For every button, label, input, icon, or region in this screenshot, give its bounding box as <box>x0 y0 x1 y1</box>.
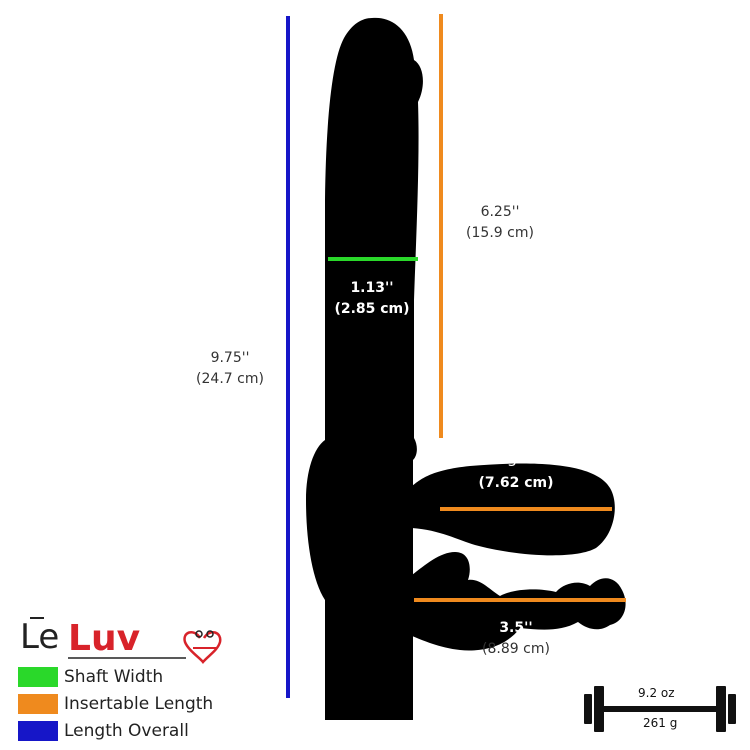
dumbbell-icon <box>584 686 736 732</box>
overall-inches: 9.75'' <box>210 350 250 366</box>
overall-cm: (24.7 cm) <box>196 371 264 387</box>
logo-le-text: Le <box>20 617 59 657</box>
legend-label-shaft-width: Shaft Width <box>64 667 164 687</box>
legend-label-insertable-length: Insertable Length <box>64 694 214 714</box>
logo-luv-text: Luv <box>68 618 140 659</box>
overall-measurement: 9.75'' (24.7 cm) <box>180 348 280 390</box>
shaft-width-line <box>328 257 418 261</box>
legend-swatch-insertable-length <box>18 694 58 714</box>
lower-arm-measurement: 3.5'' (8.89 cm) <box>466 618 566 660</box>
legend-item-insertable-length: Insertable Length <box>18 693 213 715</box>
insertable-cm: (15.9 cm) <box>466 225 534 241</box>
length-overall-line <box>286 16 290 698</box>
shaft-width-inches: 1.13'' <box>350 280 394 296</box>
weight-oz: 9.2 oz <box>638 686 675 700</box>
legend-item-shaft-width: Shaft Width <box>18 666 163 688</box>
lower-arm-cm: (8.89 cm) <box>482 641 550 657</box>
lower-arm-line <box>414 598 626 602</box>
shaft-width-measurement: 1.13'' (2.85 cm) <box>322 278 422 320</box>
weight-g: 261 g <box>643 716 678 730</box>
legend-swatch-shaft-width <box>18 667 58 687</box>
insertable-measurement: 6.25'' (15.9 cm) <box>450 202 550 244</box>
legend-item-length-overall: Length Overall <box>18 720 189 742</box>
heart-icon <box>183 630 222 665</box>
upper-arm-line <box>440 507 612 511</box>
legend-swatch-length-overall <box>18 721 58 741</box>
weight-indicator: 9.2 oz 261 g <box>580 676 740 740</box>
legend-label-length-overall: Length Overall <box>64 721 189 741</box>
upper-arm-cm: (7.62 cm) <box>478 475 554 491</box>
upper-arm-measurement: 3'' (7.62 cm) <box>466 452 566 494</box>
insertable-inches: 6.25'' <box>480 204 520 220</box>
upper-arm-inches: 3'' <box>507 454 525 470</box>
leluv-logo: Le Luv <box>20 617 222 665</box>
shaft-width-cm: (2.85 cm) <box>334 301 410 317</box>
insertable-length-line <box>439 14 443 438</box>
lower-arm-inches: 3.5'' <box>499 620 533 636</box>
main-shaft <box>306 17 423 720</box>
